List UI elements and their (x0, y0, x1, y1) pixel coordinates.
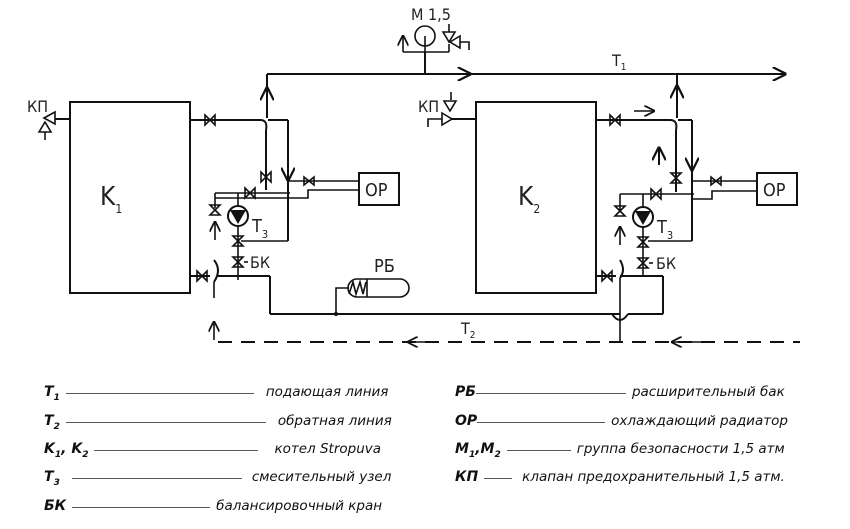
legend-row: K1, K2 котел Stropuva (44, 441, 381, 460)
legend-description: обратная линия (277, 413, 392, 429)
legend-row: КП клапан предохранительный 1,5 атм. (455, 469, 785, 485)
legend-leader-line (65, 393, 254, 394)
radiator-1 (358, 172, 400, 206)
boiler-k1-label: K1 (100, 182, 122, 216)
legend-row: ОР охлаждающий радиатор (455, 413, 788, 429)
safety-valve-label-2: КП (418, 97, 439, 116)
legend-row: БК балансировочный кран (44, 498, 382, 514)
legend-row: T2 обратная линия (44, 413, 392, 432)
legend-row: M1,M2 группа безопасности 1,5 атм (455, 441, 785, 460)
legend-leader-line (72, 507, 211, 508)
legend-description: подающая линия (265, 384, 389, 400)
balancing-valve-icon (636, 257, 653, 269)
return-line-label: T2 (460, 319, 476, 341)
valve-icon (260, 170, 272, 184)
legend-leader-line (65, 422, 266, 423)
legend-key: РБ (455, 384, 476, 400)
legend-description: балансировочный кран (216, 498, 383, 514)
valve-icon (244, 186, 256, 200)
legend-leader-line (477, 422, 606, 423)
boiler-k2-label: K2 (518, 182, 540, 216)
legend-key: БК (44, 498, 67, 514)
balancing-valve-label: БК (250, 253, 270, 272)
legend-key: K1, K2 (44, 441, 89, 460)
legend-key: ОР (455, 413, 478, 429)
radiator-2 (756, 172, 798, 206)
valve-icon (601, 269, 613, 283)
safety-group-icon (403, 24, 470, 74)
legend-key: T3 (44, 469, 60, 488)
expansion-tank-label: РБ (374, 256, 395, 277)
radiator-1-label: ОР (365, 180, 388, 201)
expansion-tank-icon (334, 278, 410, 316)
valve-icon (609, 113, 621, 127)
safety-valve-icon (37, 110, 70, 140)
legend-row: РБ расширительный бак (455, 384, 785, 400)
valve-icon (710, 175, 722, 187)
legend-description: группа безопасности 1,5 атм (576, 441, 785, 457)
safety-valve-icon (427, 92, 476, 127)
boiler-k2 (475, 101, 597, 294)
legend-key: КП (455, 469, 479, 485)
balancing-valve-icon (231, 256, 248, 268)
valve-icon (613, 205, 627, 217)
legend-description: расширительный бак (631, 384, 785, 400)
radiator-2-label: ОР (763, 180, 786, 201)
three-way-valve-icon (636, 236, 650, 248)
legend-leader-line (484, 478, 513, 479)
legend-key: M1,M2 (455, 441, 501, 460)
valve-icon (204, 113, 216, 127)
valve-icon (208, 204, 222, 216)
safety-group-label: М 1,5 (411, 5, 451, 24)
legend-leader-line (475, 393, 626, 394)
valve-icon (196, 269, 208, 283)
legend-row: T1 подающая линия (44, 384, 388, 403)
legend-description: смесительный узел (251, 469, 392, 485)
boiler-k1 (69, 101, 191, 294)
legend-description: клапан предохранительный 1,5 атм. (522, 469, 785, 485)
pump-icon (227, 205, 249, 227)
pump-icon (632, 206, 654, 228)
valve-icon (303, 175, 315, 187)
legend-key: T2 (44, 413, 60, 432)
legend-leader-line (94, 450, 259, 451)
legend-key: T1 (44, 384, 60, 403)
legend-leader-line (71, 478, 242, 479)
mixing-unit-label: T3 (251, 216, 268, 241)
legend-description: котел Stropuva (274, 441, 382, 457)
safety-valve-label: КП (27, 97, 48, 116)
valve-icon (650, 187, 662, 201)
three-way-valve-icon (231, 235, 245, 247)
legend-row: T3 смесительный узел (44, 469, 391, 488)
supply-line-label: T1 (611, 51, 627, 73)
valve-icon (669, 172, 683, 184)
balancing-valve-label-2: БК (656, 254, 676, 273)
legend-description: охлаждающий радиатор (611, 413, 788, 429)
heating-schematic: K1 КП T1 М 1,5 ОР (27, 5, 800, 370)
mixing-unit-label-2: T3 (656, 217, 673, 242)
legend-leader-line (506, 450, 571, 451)
